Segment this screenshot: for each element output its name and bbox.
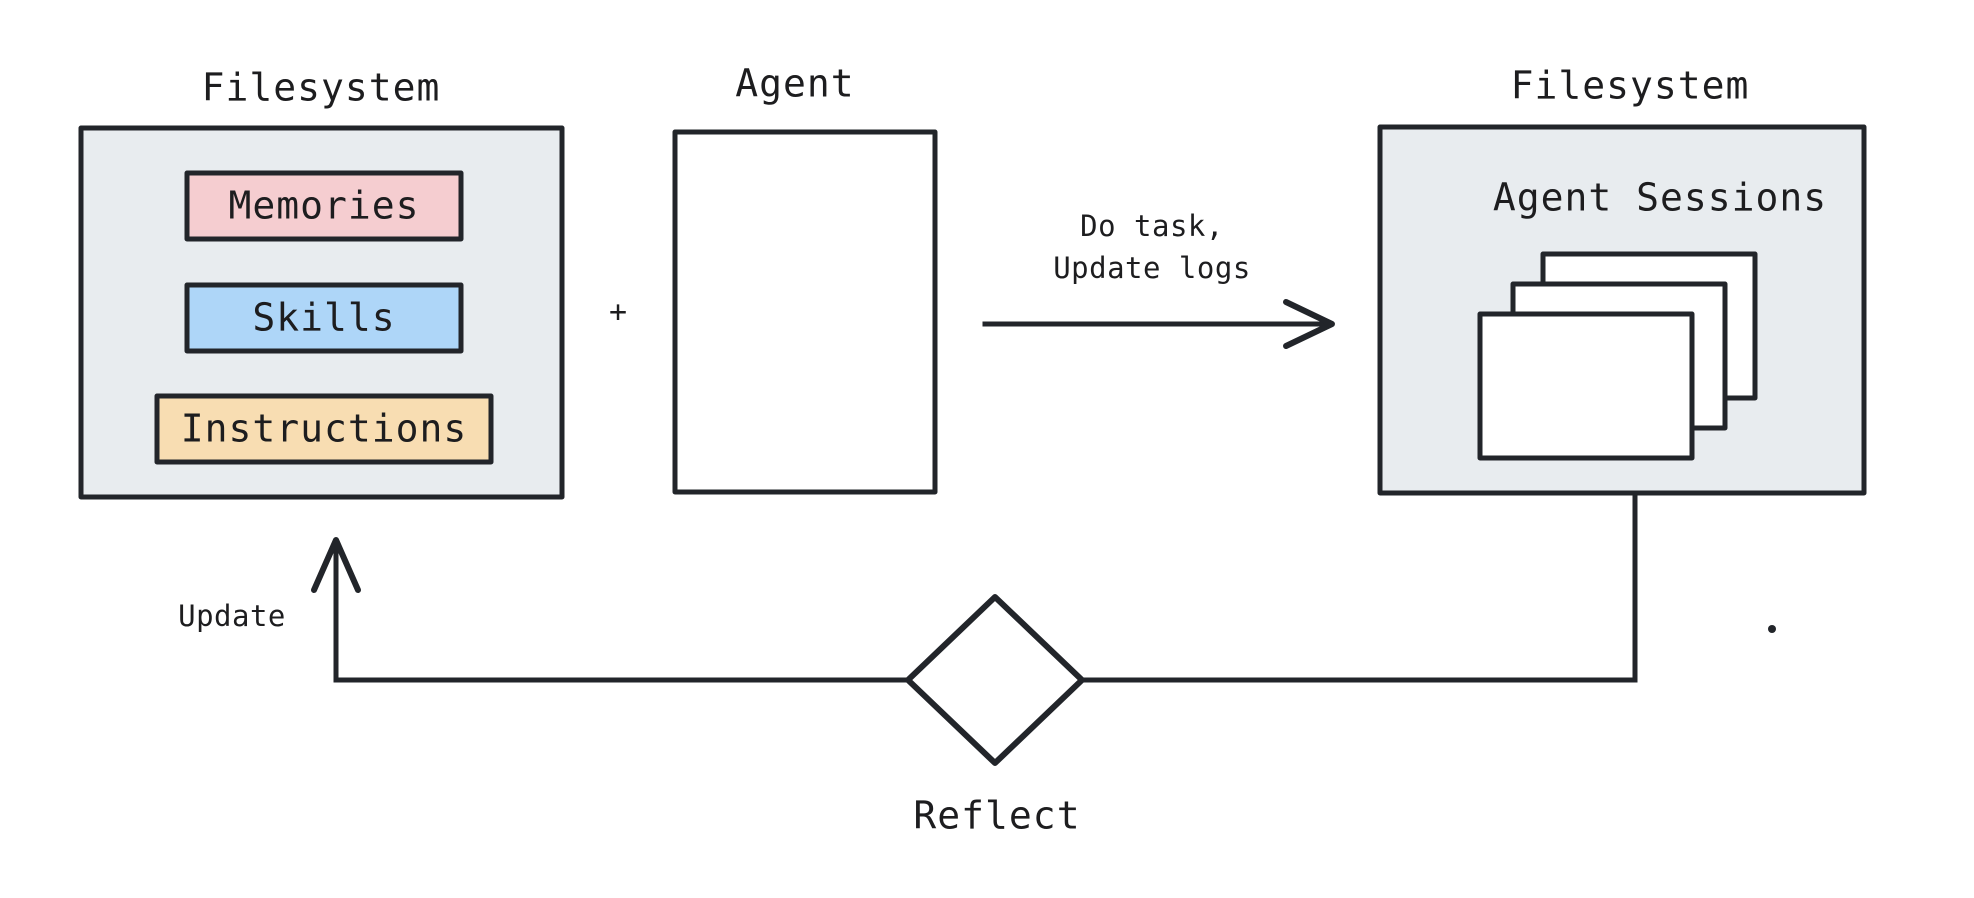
update-arrow-head-icon <box>311 537 361 593</box>
left-filesystem-title: Filesystem <box>202 66 441 110</box>
reflect-feedback-edge: Update <box>178 490 1638 683</box>
agent-title: Agent <box>735 62 854 106</box>
agent-group: Agent <box>672 62 938 495</box>
do-task-label-line1: Do task, <box>1080 209 1224 243</box>
instructions-item[interactable]: Instructions <box>154 393 494 465</box>
instructions-label: Instructions <box>181 407 468 451</box>
memories-label: Memories <box>228 184 419 228</box>
right-filesystem-title: Filesystem <box>1511 64 1750 108</box>
skills-rect[interactable] <box>184 282 464 354</box>
skills-label: Skills <box>252 296 395 340</box>
agent-sessions-card-stack[interactable] <box>1477 251 1758 461</box>
skills-item[interactable]: Skills <box>184 282 464 354</box>
memories-rect[interactable] <box>184 170 464 242</box>
agent-sessions-label: Agent Sessions <box>1493 176 1827 220</box>
session-card-front[interactable] <box>1477 311 1695 461</box>
do-task-edge: Do task, Update logs <box>982 209 1335 349</box>
left-filesystem-group: Filesystem Memories Skills Instructions <box>78 66 565 500</box>
do-task-arrow-head-icon <box>1283 299 1335 349</box>
memories-item[interactable]: Memories <box>184 170 464 242</box>
stray-dot-mark <box>1768 625 1776 633</box>
agent-panel[interactable] <box>672 129 938 495</box>
reflect-diamond-shape[interactable] <box>905 594 1085 766</box>
right-filesystem-group: Filesystem Agent Sessions <box>1377 64 1867 496</box>
do-task-label-line2: Update logs <box>1053 251 1251 285</box>
update-label: Update <box>178 599 286 633</box>
plus-operator: + <box>609 295 627 330</box>
instructions-rect[interactable] <box>154 393 494 465</box>
reflect-node[interactable]: Reflect <box>905 594 1085 838</box>
reflect-label: Reflect <box>913 794 1080 838</box>
